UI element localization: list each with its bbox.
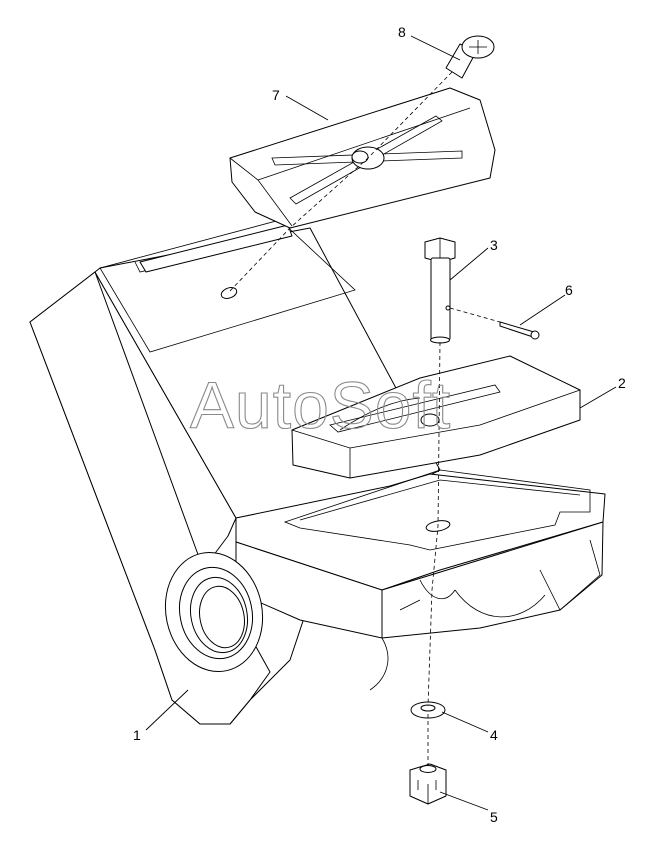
callout-number-7: 7 <box>272 87 280 103</box>
callout-6: 6 <box>519 282 573 326</box>
callout-number-3: 3 <box>490 237 498 253</box>
part-8-screw <box>445 35 495 79</box>
part-5-castle-nut <box>409 763 447 805</box>
callout-1: 1 <box>133 689 189 743</box>
alignment-lines <box>228 71 501 766</box>
part-2-slotted-insert <box>291 355 581 479</box>
callout-number-2: 2 <box>618 375 626 391</box>
watermark-text: AutoSoft <box>190 368 451 442</box>
callout-2: 2 <box>579 375 626 409</box>
callout-number-8: 8 <box>398 24 406 40</box>
part-3-bolt <box>424 237 456 344</box>
callout-number-4: 4 <box>490 727 498 743</box>
callout-8: 8 <box>398 24 461 61</box>
part-7-cover-plate <box>229 87 496 229</box>
part-6-cotter-pin <box>499 321 540 340</box>
part-1-bracket-body <box>29 219 606 725</box>
callout-7: 7 <box>272 87 329 121</box>
callout-4: 4 <box>441 711 498 743</box>
callout-3: 3 <box>449 237 498 281</box>
callout-number-1: 1 <box>133 727 141 743</box>
callout-number-6: 6 <box>565 282 573 298</box>
callout-number-5: 5 <box>490 809 498 825</box>
callout-5: 5 <box>439 791 498 825</box>
